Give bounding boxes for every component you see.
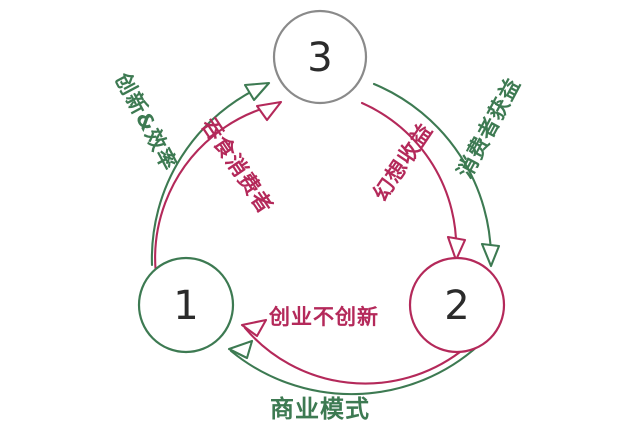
node-1-circle[interactable]	[137, 256, 235, 354]
edge-inner-3-to-2	[360, 101, 467, 262]
label-outer-bottom: 商业模式	[270, 395, 370, 423]
arrowhead-inner-to-1	[240, 318, 268, 338]
label-inner-bottom: 创业不创新	[268, 305, 379, 329]
node-1[interactable]: 1	[137, 256, 235, 354]
arc-outer-left	[150, 82, 269, 267]
node-2-circle[interactable]	[408, 256, 506, 354]
label-outer-left: 创新&效率	[110, 68, 182, 175]
arrowhead-outer-to-3	[243, 81, 271, 102]
node-1-label: 1	[173, 283, 198, 329]
node-3-label: 3	[307, 35, 332, 81]
node-2[interactable]: 2	[408, 256, 506, 354]
edge-outer-1-to-3	[150, 81, 271, 267]
label-inner-right: 幻想收益	[368, 119, 437, 205]
arc-outer-right	[372, 82, 493, 265]
edge-outer-3-to-2	[372, 82, 501, 268]
arrowhead-inner-to-2	[446, 235, 467, 262]
inner-cycle-group	[154, 100, 467, 385]
node-2-label: 2	[444, 283, 469, 329]
edge-outer-2-to-1	[227, 339, 481, 396]
arc-inner-right	[360, 101, 458, 258]
arrowhead-inner-to-3	[255, 100, 283, 122]
node-3-circle[interactable]	[272, 9, 368, 105]
label-outer-right: 消费者获益	[453, 74, 526, 182]
label-inner-left: 吞食消费者	[196, 114, 277, 219]
arrowhead-outer-to-2	[480, 242, 501, 268]
arrowhead-outer-to-1	[227, 339, 254, 360]
arc-outer-bottom	[229, 343, 481, 396]
node-3[interactable]: 3	[272, 9, 368, 105]
edge-inner-2-to-1	[240, 318, 462, 385]
outer-cycle-group	[150, 81, 501, 396]
arc-inner-bottom	[243, 326, 462, 385]
